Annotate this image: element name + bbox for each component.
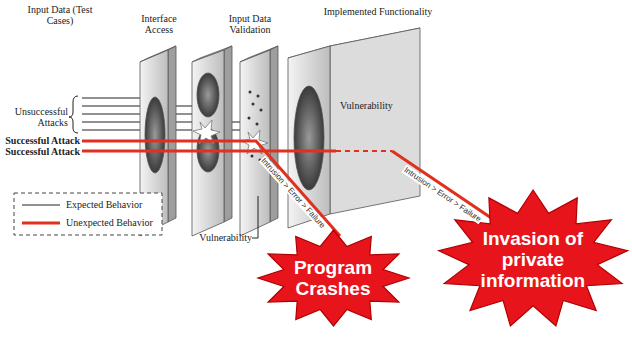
column-heading: Input Data Validation — [212, 13, 288, 35]
vulnerability-label: Vulnerability — [190, 232, 252, 243]
attack-label: Successful Attack — [2, 146, 80, 157]
bracket — [69, 96, 78, 133]
starburst-text: Program Crashes — [287, 257, 380, 299]
legend-sample — [22, 205, 60, 206]
legend-sample — [22, 222, 60, 225]
column-heading: Input Data (Test Cases) — [18, 4, 102, 26]
leader-line — [252, 196, 258, 238]
starburst-shape — [258, 230, 409, 326]
attack-label: Successful Attack — [2, 135, 80, 146]
starburst-text: Invasion of private information — [475, 228, 592, 291]
vulnerability-label: Vulnerability — [340, 100, 393, 111]
legend-text: Unexpected Behavior — [66, 217, 153, 228]
attack-label: Unsuccessful Attacks — [4, 106, 68, 128]
column-heading: Implemented Functionality — [318, 6, 438, 17]
column-heading: Interface Access — [128, 13, 190, 35]
legend-frame — [14, 193, 162, 235]
legend-text: Expected Behavior — [66, 199, 142, 210]
starburst-node: Program Crashes — [256, 228, 411, 328]
